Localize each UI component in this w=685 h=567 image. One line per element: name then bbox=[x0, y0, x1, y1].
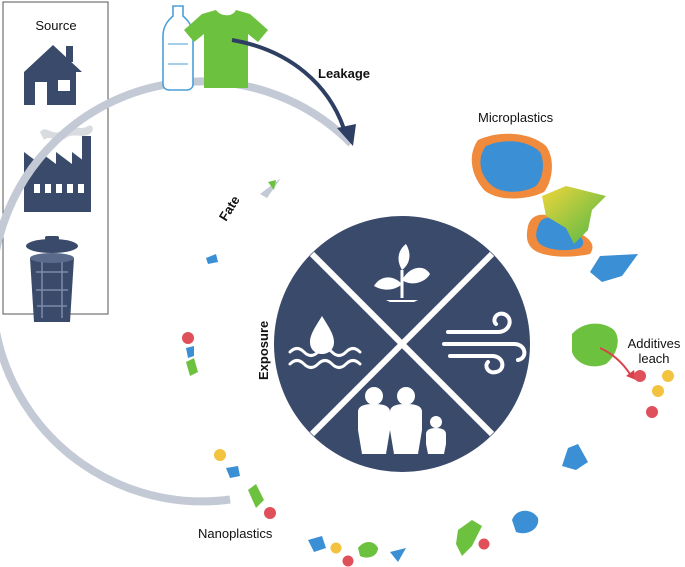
wind-icon bbox=[442, 311, 527, 375]
additive-particle bbox=[662, 370, 674, 382]
microplastics-label: Microplastics bbox=[478, 110, 554, 125]
additives-label-line1: Additives bbox=[628, 336, 681, 351]
additives-label-line2: leach bbox=[638, 351, 669, 366]
leakage-arrow bbox=[231, 38, 356, 146]
water-drop-icon bbox=[288, 316, 362, 369]
leakage-label: Leakage bbox=[318, 66, 370, 81]
additives-group bbox=[572, 323, 674, 418]
fate-arrowhead bbox=[260, 178, 281, 198]
plant-icon bbox=[374, 244, 430, 302]
additive-particle bbox=[652, 385, 664, 397]
house-icon bbox=[24, 45, 82, 105]
exposure-circle bbox=[274, 216, 530, 472]
product-group bbox=[162, 5, 268, 91]
trash-can-icon bbox=[26, 236, 78, 322]
people-icon bbox=[358, 387, 446, 454]
microplastic-fragments bbox=[471, 133, 638, 282]
bottle-icon bbox=[162, 5, 194, 91]
tshirt-icon bbox=[184, 10, 268, 88]
fate-label: Fate bbox=[216, 193, 243, 224]
additive-particle bbox=[634, 370, 646, 382]
ring-fragments bbox=[182, 180, 588, 567]
additive-particle bbox=[646, 406, 658, 418]
source-title: Source bbox=[35, 18, 76, 33]
nanoplastics-label: Nanoplastics bbox=[198, 526, 273, 541]
exposure-label: Exposure bbox=[256, 321, 271, 380]
source-panel: Source bbox=[2, 1, 109, 322]
